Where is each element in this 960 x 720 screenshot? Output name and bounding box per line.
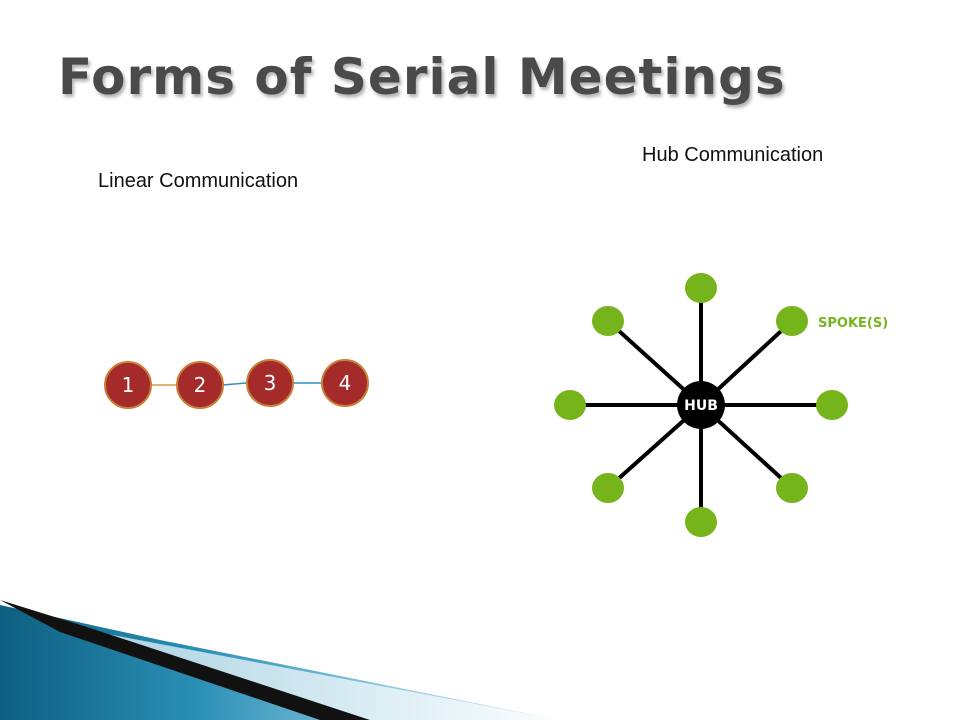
decorative-swoosh bbox=[0, 600, 560, 720]
spoke-node-6 bbox=[592, 473, 624, 503]
linear-node-1 bbox=[104, 361, 152, 409]
spoke-node-1 bbox=[685, 273, 717, 303]
slide-title: Forms of Serial Meetings bbox=[58, 48, 786, 106]
spoke-node-5 bbox=[685, 507, 717, 537]
linear-node-label-4: 4 bbox=[339, 371, 352, 395]
linear-communication-label: Linear Communication bbox=[98, 170, 299, 192]
swoosh-light bbox=[60, 625, 560, 720]
linear-node-4 bbox=[321, 359, 369, 407]
link-2-3 bbox=[222, 382, 247, 386]
spoke-label: SPOKE(S) bbox=[818, 316, 888, 331]
linear-node-label-3: 3 bbox=[264, 371, 277, 395]
linear-node-3 bbox=[246, 359, 294, 407]
linear-node-2 bbox=[176, 361, 224, 409]
linear-node-label-2: 2 bbox=[194, 373, 207, 397]
swoosh-teal bbox=[0, 605, 560, 720]
spoke-node-2 bbox=[776, 306, 808, 336]
hub-diagram: HUB SPOKE(S) bbox=[554, 273, 888, 537]
spoke-node-3 bbox=[816, 390, 848, 420]
spoke-node-4 bbox=[776, 473, 808, 503]
hub-node bbox=[677, 381, 725, 429]
hub-communication-label: Hub Communication bbox=[642, 144, 824, 166]
linear-node-label-1: 1 bbox=[122, 373, 135, 397]
spoke-node-7 bbox=[554, 390, 586, 420]
swoosh-black bbox=[0, 600, 370, 720]
linear-diagram: 1 2 3 4 bbox=[104, 359, 369, 409]
hub-node-label: HUB bbox=[684, 398, 718, 414]
spoke-node-8 bbox=[592, 306, 624, 336]
spoke-nodes bbox=[554, 273, 848, 537]
